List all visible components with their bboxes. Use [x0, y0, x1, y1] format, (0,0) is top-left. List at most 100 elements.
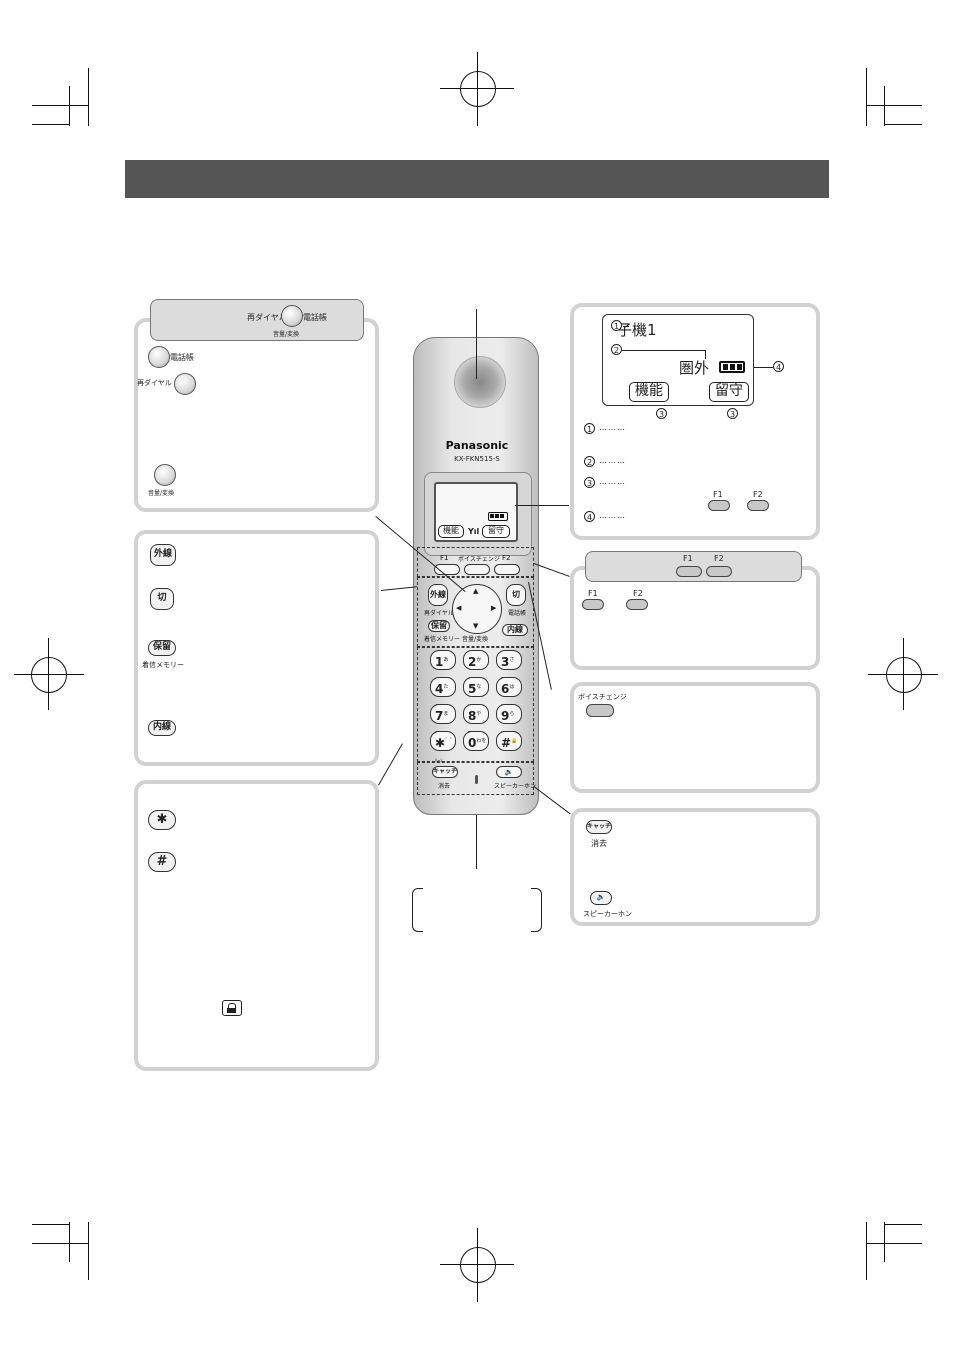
- numpad-region: [417, 647, 534, 762]
- callout-1: 1: [611, 320, 622, 331]
- numpad-key-sub: わを: [476, 738, 487, 744]
- outside-line-button[interactable]: 外線: [428, 584, 448, 606]
- bottom-keys-region: [417, 762, 534, 795]
- intercom-button[interactable]: 内線: [502, 624, 528, 636]
- numpad-key[interactable]: #🔒: [496, 731, 522, 751]
- lock-icon: [222, 1000, 242, 1016]
- section-header-bar: [125, 160, 829, 198]
- nav-updown-icon: [154, 464, 176, 486]
- nav-volume-label: 音量/変換: [148, 490, 175, 497]
- hold-key: 保留: [148, 640, 176, 656]
- nav-key-tab: 再ダイヤル 電話帳 音量/変換: [150, 299, 364, 341]
- brand-logo: Panasonic: [445, 439, 509, 452]
- nav-phonebook-label: 電話帳: [170, 353, 194, 362]
- catch-key: キャッチ: [586, 820, 612, 834]
- off-key: 切: [150, 588, 174, 610]
- numpad-key-sub: 🔒: [511, 738, 518, 744]
- speakerphone-panel-label: スピーカーホン: [583, 910, 632, 918]
- catch-button[interactable]: キャッチ: [432, 766, 458, 778]
- handset-signal-icon: Yıl: [468, 527, 480, 536]
- volume-convert-label: 音量/変換: [462, 636, 489, 643]
- f1-label: F1: [440, 554, 449, 562]
- speakerphone-button[interactable]: 🔈: [496, 766, 522, 778]
- legend-2: 2: [584, 456, 595, 467]
- redial-label: 再ダイヤル: [424, 610, 454, 617]
- legend-4: 4: [584, 511, 595, 522]
- numpad-key-sub: あ: [443, 657, 449, 663]
- star-key: ✱: [148, 810, 176, 830]
- phonebook-label: 電話帳: [508, 610, 527, 617]
- nav-cross-key[interactable]: ▲ ▼ ◀ ▶: [452, 584, 502, 634]
- callout-3b: 3: [727, 408, 738, 419]
- hash-key: #: [148, 852, 176, 872]
- speaker-key-icon: 🔈: [596, 893, 606, 901]
- legend-f1-label: F1: [713, 490, 723, 499]
- incoming-memory-label-phone: 着信メモリー: [424, 636, 461, 643]
- legend-1: 1: [584, 423, 595, 434]
- voice-change-button[interactable]: [464, 564, 490, 575]
- hold-button[interactable]: 保留: [428, 620, 450, 632]
- legend-1-dots: ………: [599, 423, 626, 432]
- f2-button[interactable]: [494, 564, 520, 575]
- numpad-key-main: #: [501, 736, 512, 750]
- handset-screen: 機能 Yıl 留守: [434, 482, 518, 542]
- numpad-key-main: 2: [468, 655, 477, 669]
- numpad-key[interactable]: 4たGHI: [430, 677, 456, 710]
- callout-2: 2: [611, 344, 622, 355]
- erase-panel-label: 消去: [591, 839, 607, 848]
- voice-change-panel: [570, 682, 820, 793]
- numpad-key-main: 8: [468, 709, 477, 723]
- nav-dial-icon: [281, 305, 303, 327]
- f1-item-key: [582, 599, 604, 610]
- nav-keys-region: [417, 577, 534, 647]
- speaker-icon: 🔈: [504, 768, 514, 776]
- microphone-hole: [475, 775, 478, 784]
- numpad-key[interactable]: 0わを: [463, 731, 489, 751]
- incoming-memory-label: 着信メモリー: [142, 661, 184, 669]
- voice-change-panel-label: ボイスチェンジ: [578, 693, 627, 701]
- f2-item-key: [626, 599, 648, 610]
- f-keys-tab: F1 F2: [585, 551, 802, 582]
- speaker-key: 🔈: [590, 891, 612, 905]
- nav-right-icon: [148, 346, 170, 368]
- tab-f2-key: [706, 566, 732, 577]
- legend-3: 3: [584, 477, 595, 488]
- handset-softkey-right: 留守: [482, 525, 510, 538]
- battery-icon: [719, 361, 745, 373]
- numpad-key-main: 0: [468, 736, 477, 750]
- legend-f2-key: [747, 500, 769, 511]
- bracket-box: [412, 888, 542, 932]
- softkey-left-label: 機能: [629, 382, 669, 402]
- numpad-key-main: 4: [435, 682, 444, 696]
- numpad-key-main: ✱: [435, 736, 446, 750]
- nav-left-icon: [174, 373, 196, 395]
- voice-change-panel-key: [586, 704, 614, 717]
- tab-f1-label: F1: [683, 554, 693, 563]
- f1-button[interactable]: [434, 564, 460, 575]
- numpad-key-main: 5: [468, 682, 477, 696]
- callout-3a: 3: [656, 408, 667, 419]
- model-number: KX-FKN515-S: [454, 455, 500, 463]
- display-illustration: 子機1 圏外 機能 留守: [602, 314, 754, 406]
- erase-label: 消去: [438, 783, 451, 790]
- f2-item-label: F2: [633, 589, 643, 598]
- softkey-right-label: 留守: [709, 382, 749, 402]
- symbol-keys-panel: [134, 780, 379, 1071]
- numpad-key-main: 1: [435, 655, 444, 669]
- speakerphone-label: スピーカーホン: [494, 783, 537, 790]
- outside-line-key: 外線: [150, 544, 176, 566]
- handset-name-text: 子機1: [617, 321, 657, 339]
- numpad-key-main: 7: [435, 709, 444, 723]
- off-button[interactable]: 切: [506, 584, 526, 606]
- legend-f2-label: F2: [753, 490, 763, 499]
- out-of-range-text: 圏外: [679, 359, 710, 377]
- numpad-key-main: 3: [501, 655, 510, 669]
- numpad-key[interactable]: 1あ: [430, 650, 456, 670]
- handset-battery-icon: [488, 512, 508, 521]
- voice-change-label: ボイスチェンジ: [458, 556, 500, 563]
- nav-redial-label: 再ダイヤル: [137, 379, 172, 387]
- numpad-key-main: 9: [501, 709, 510, 723]
- earpiece-speaker: [454, 356, 506, 408]
- tab-f2-label: F2: [714, 554, 724, 563]
- function-keys-region: [417, 547, 534, 577]
